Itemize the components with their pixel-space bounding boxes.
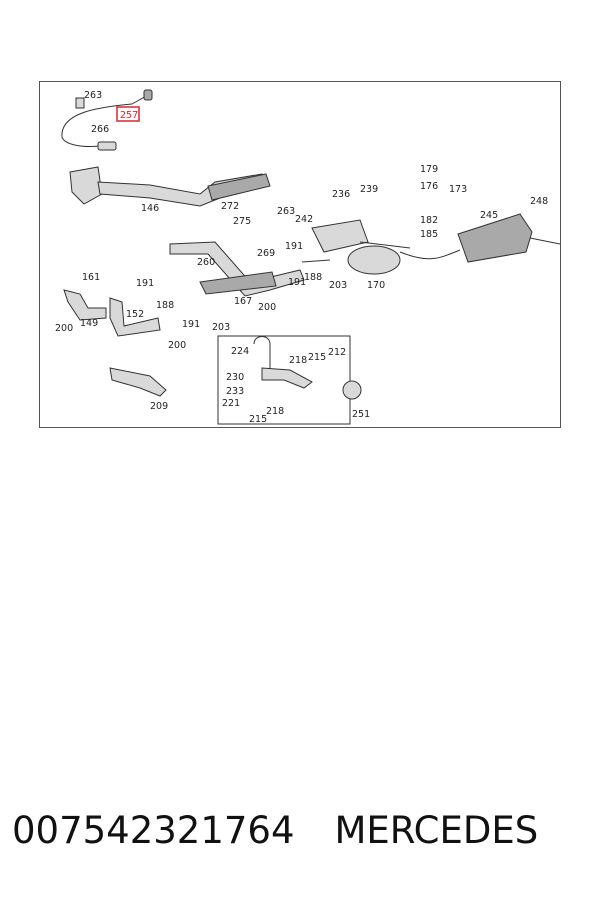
part-label[interactable]: 242 xyxy=(295,214,313,225)
part-label[interactable]: 215 xyxy=(308,352,326,363)
part-label[interactable]: 176 xyxy=(420,181,438,192)
middle-muffler xyxy=(311,219,411,275)
part-label[interactable]: 203 xyxy=(212,322,230,333)
oxygen-sensor-cable xyxy=(61,89,153,151)
heat-shield xyxy=(109,367,167,397)
part-label[interactable]: 200 xyxy=(168,340,186,351)
part-label[interactable]: 191 xyxy=(136,278,154,289)
part-label[interactable]: 218 xyxy=(266,406,284,417)
part-label[interactable]: 185 xyxy=(420,229,438,240)
part-label[interactable]: 269 xyxy=(257,248,275,259)
highlighted-part-marker[interactable] xyxy=(116,106,140,122)
part-label[interactable]: 170 xyxy=(367,280,385,291)
part-label[interactable]: 236 xyxy=(332,189,350,200)
part-label[interactable]: 266 xyxy=(91,124,109,135)
part-label[interactable]: 260 xyxy=(197,257,215,268)
part-label[interactable]: 200 xyxy=(258,302,276,313)
part-label[interactable]: 275 xyxy=(233,216,251,227)
part-label[interactable]: 200 xyxy=(55,323,73,334)
part-label[interactable]: 161 xyxy=(82,272,100,283)
front-downpipes xyxy=(63,289,161,337)
part-label[interactable]: 179 xyxy=(420,164,438,175)
part-label[interactable]: 230 xyxy=(226,372,244,383)
part-label[interactable]: 233 xyxy=(226,386,244,397)
part-label[interactable]: 191 xyxy=(182,319,200,330)
part-label[interactable]: 239 xyxy=(360,184,378,195)
part-label-highlighted[interactable]: 257 xyxy=(120,110,138,121)
part-label[interactable]: 152 xyxy=(126,309,144,320)
part-number: 007542321764 xyxy=(12,808,295,852)
part-labels: 263 257 266 146 272 275 263 242 236 239 … xyxy=(55,90,548,425)
hardware-detail-box xyxy=(217,335,362,425)
rear-muffler xyxy=(399,213,561,263)
part-label[interactable]: 263 xyxy=(84,90,102,101)
brand-name: MERCEDES xyxy=(334,808,539,852)
part-label[interactable]: 173 xyxy=(449,184,467,195)
part-label[interactable]: 191 xyxy=(288,277,306,288)
front-catalytic-converter xyxy=(69,166,271,207)
part-label[interactable]: 149 xyxy=(80,318,98,329)
part-label[interactable]: 209 xyxy=(150,401,168,412)
part-label[interactable]: 215 xyxy=(249,414,267,425)
caption-bar: 007542321764 MERCEDES xyxy=(12,800,592,860)
part-label[interactable]: 188 xyxy=(156,300,174,311)
part-label[interactable]: 248 xyxy=(530,196,548,207)
part-label[interactable]: 251 xyxy=(352,409,370,420)
part-label[interactable]: 188 xyxy=(304,272,322,283)
part-label[interactable]: 218 xyxy=(289,355,307,366)
part-label[interactable]: 167 xyxy=(234,296,252,307)
part-label[interactable]: 191 xyxy=(285,241,303,252)
part-label[interactable]: 221 xyxy=(222,398,240,409)
exhaust-system-diagram: 263 257 266 146 272 275 263 242 236 239 … xyxy=(39,81,561,428)
part-label[interactable]: 263 xyxy=(277,206,295,217)
part-label[interactable]: 245 xyxy=(480,210,498,221)
part-label[interactable]: 146 xyxy=(141,203,159,214)
center-exhaust-pipe xyxy=(169,241,331,297)
part-label[interactable]: 182 xyxy=(420,215,438,226)
exhaust-diagram-canvas: 263 257 266 146 272 275 263 242 236 239 … xyxy=(55,89,561,425)
part-label[interactable]: 203 xyxy=(329,280,347,291)
part-label[interactable]: 272 xyxy=(221,201,239,212)
part-label[interactable]: 224 xyxy=(231,346,249,357)
part-label[interactable]: 212 xyxy=(328,347,346,358)
